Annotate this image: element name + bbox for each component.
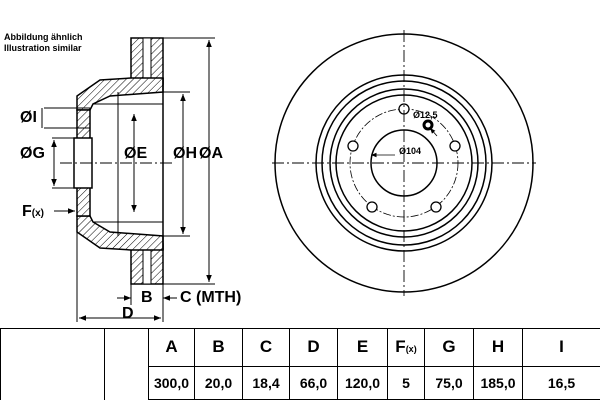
header-b: B: [194, 328, 243, 367]
value-b: 20,0: [194, 365, 243, 400]
side-section-view: [41, 37, 215, 322]
force-subscript: (x): [31, 208, 45, 219]
pitch-circle-label: Ø104: [399, 146, 422, 156]
bolt-hole: [449, 140, 461, 152]
front-view: [272, 30, 536, 296]
value-h: 185,0: [473, 365, 523, 400]
dim-h-label: ØH: [173, 145, 197, 162]
dim-c-label: C (MTH): [180, 289, 242, 306]
value-f: 5: [387, 365, 425, 400]
header-e: E: [337, 328, 388, 367]
value-g: 75,0: [424, 365, 474, 400]
spec-table: A B C D E F(x) G H I 300,0 20,0 18,4 66,…: [0, 328, 600, 400]
header-f: F(x): [387, 328, 425, 367]
dim-b-label: B: [141, 289, 153, 306]
dim-a-label: ØA: [199, 145, 223, 162]
hat-wall-top: [76, 77, 164, 111]
value-a: 300,0: [148, 365, 195, 400]
value-i: 16,5: [522, 365, 600, 400]
illustration-note-en: Illustration similar: [4, 43, 82, 53]
dim-i-label: ØI: [20, 109, 37, 126]
value-d: 66,0: [289, 365, 338, 400]
dim-d-label: D: [122, 305, 134, 322]
value-c: 18,4: [242, 365, 290, 400]
disc-thumbnail-cell: [0, 328, 105, 367]
bolt-hole-label: Ø12,5: [413, 110, 438, 120]
header-h: H: [473, 328, 523, 367]
header-c: C: [242, 328, 290, 367]
spec-value-row: 300,0 20,0 18,4 66,0 120,0 5 75,0 185,0 …: [0, 365, 600, 400]
bolt-hole: [366, 201, 378, 213]
hat-wall-bottom: [76, 215, 164, 251]
header-a: A: [148, 328, 195, 367]
dim-e-label: ØE: [124, 145, 148, 162]
screw-thumbnail-cell: [104, 328, 149, 367]
header-f-letter: F: [395, 337, 406, 357]
header-f-sub: (x): [405, 344, 417, 355]
header-g: G: [424, 328, 474, 367]
header-d: D: [289, 328, 338, 367]
bolt-hole: [347, 140, 359, 152]
force-label: F(x): [22, 204, 44, 222]
illustration-note-de: Abbildung ähnlich: [4, 32, 83, 42]
dim-g-label: ØG: [20, 145, 45, 162]
spec-header-row: A B C D E F(x) G H I: [0, 328, 600, 367]
technical-drawing: [41, 30, 536, 322]
value-e: 120,0: [337, 365, 388, 400]
bolt-hole: [430, 201, 442, 213]
vent-channel-top: [142, 37, 152, 85]
force-letter: F: [22, 203, 32, 220]
header-i: I: [522, 328, 600, 367]
